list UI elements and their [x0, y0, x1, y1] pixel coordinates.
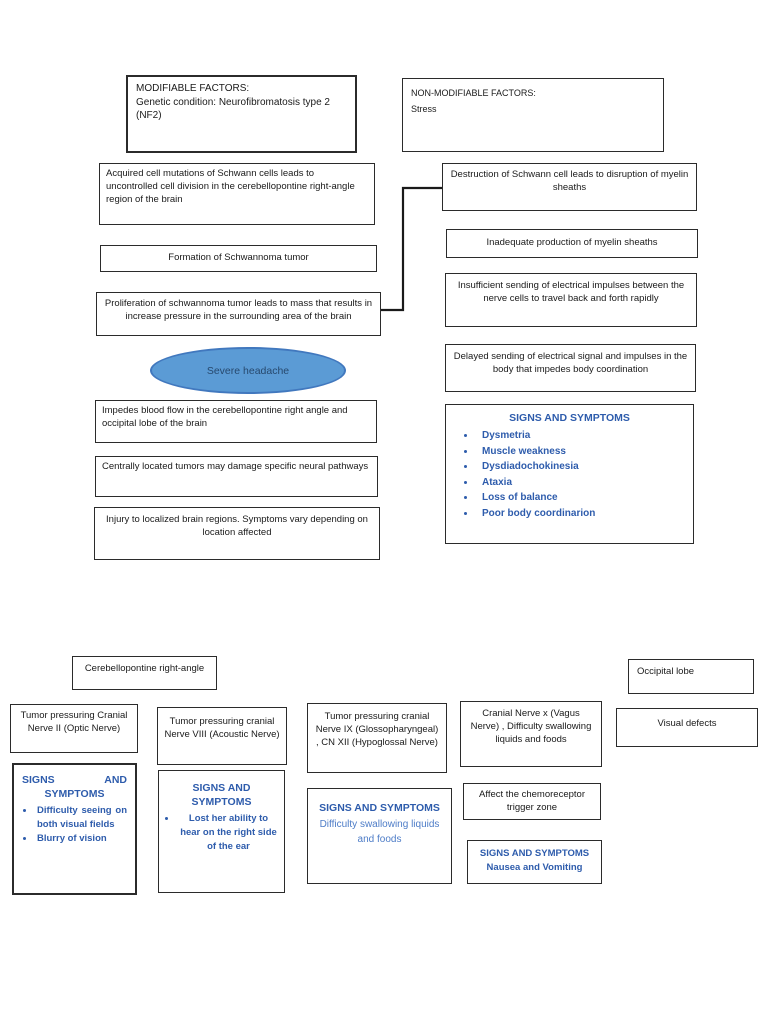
localized-injury-box: Injury to localized brain regions. Sympt… [94, 507, 380, 560]
occipital-lobe-box: Occipital lobe [628, 659, 754, 694]
modifiable-factors-title: MODIFIABLE FACTORS: [136, 83, 250, 94]
inadequate-myelin-box: Inadequate production of myelin sheaths [446, 229, 698, 258]
non-modifiable-factors-box: NON-MODIFIABLE FACTORS: Stress [402, 78, 664, 152]
tumor-proliferation-box: Proliferation of schwannoma tumor leads … [96, 292, 381, 336]
vagus-signs-body: Nausea and Vomiting [486, 862, 583, 874]
optic-signs-list: Difficulty seeing on both visual fieldsB… [22, 804, 127, 845]
acoustic-signs-list: Lost her ability to hear on the right si… [165, 812, 278, 853]
list-item: Blurry of vision [35, 832, 127, 846]
signs-symptoms-list: DysmetriaMuscle weaknessDysdiadochokines… [452, 428, 687, 521]
coordination-signs-symptoms-box: SIGNS AND SYMPTOMS DysmetriaMuscle weakn… [445, 404, 694, 544]
glossopharyngeal-nerve-box: Tumor pressuring cranial Nerve IX (Gloss… [307, 703, 447, 773]
acoustic-signs-symptoms-box: SIGNS AND SYMPTOMS Lost her ability to h… [158, 770, 285, 893]
signs-symptoms-title: SIGNS AND SYMPTOMS [509, 412, 630, 424]
glosso-signs-body: Difficulty swallowing liquids and foods [319, 819, 440, 846]
visual-defects-box: Visual defects [616, 708, 758, 747]
impedes-blood-flow-box: Impedes blood flow in the cerebelloponti… [95, 400, 377, 443]
acquired-mutations-box: Acquired cell mutations of Schwann cells… [99, 163, 375, 225]
list-item: Dysmetria [476, 428, 687, 444]
optic-nerve-box: Tumor pressuring Cranial Nerve II (Optic… [10, 704, 138, 753]
list-item: Difficulty seeing on both visual fields [35, 804, 127, 832]
signs-symptoms-title: SIGNS AND SYMPTOMS [22, 774, 127, 801]
list-item: Ataxia [476, 475, 687, 491]
vagus-nerve-box: Cranial Nerve x (Vagus Nerve) , Difficul… [460, 701, 602, 767]
central-tumors-box: Centrally located tumors may damage spec… [95, 456, 378, 497]
tumor-formation-box: Formation of Schwannoma tumor [100, 245, 377, 272]
list-item: Muscle weakness [476, 444, 687, 460]
signs-symptoms-title: SIGNS AND SYMPTOMS [191, 782, 252, 809]
list-item: Lost her ability to hear on the right si… [177, 812, 278, 853]
non-modifiable-factors-title: NON-MODIFIABLE FACTORS: [411, 88, 536, 98]
vagus-signs-symptoms-box: SIGNS AND SYMPTOMS Nausea and Vomiting [467, 840, 602, 884]
acoustic-nerve-box: Tumor pressuring cranial Nerve VIII (Aco… [157, 707, 287, 765]
connector-line [381, 186, 443, 312]
chemoreceptor-box: Affect the chemoreceptor trigger zone [463, 783, 601, 820]
delayed-signal-box: Delayed sending of electrical signal and… [445, 344, 696, 392]
optic-signs-symptoms-box: SIGNS AND SYMPTOMS Difficulty seeing on … [12, 763, 137, 895]
list-item: Dysdiadochokinesia [476, 459, 687, 475]
list-item: Loss of balance [476, 490, 687, 506]
non-modifiable-factors-body: Stress [411, 104, 437, 115]
glosso-signs-symptoms-box: SIGNS AND SYMPTOMS Difficulty swallowing… [307, 788, 452, 884]
signs-symptoms-title: SIGNS AND SYMPTOMS [319, 802, 440, 814]
list-item: Poor body coordinarion [476, 506, 687, 522]
signs-symptoms-title: SIGNS AND SYMPTOMS [479, 848, 590, 859]
modifiable-factors-box: MODIFIABLE FACTORS: Genetic condition: N… [126, 75, 357, 153]
cerebellopontine-box: Cerebellopontine right-angle [72, 656, 217, 690]
modifiable-factors-body: Genetic condition: Neurofibromatosis typ… [136, 96, 330, 122]
severe-headache-ellipse: Severe headache [150, 347, 346, 394]
schwann-destruction-box: Destruction of Schwann cell leads to dis… [442, 163, 697, 211]
severe-headache-label: Severe headache [206, 364, 290, 377]
insufficient-impulses-box: Insufficient sending of electrical impul… [445, 273, 697, 327]
